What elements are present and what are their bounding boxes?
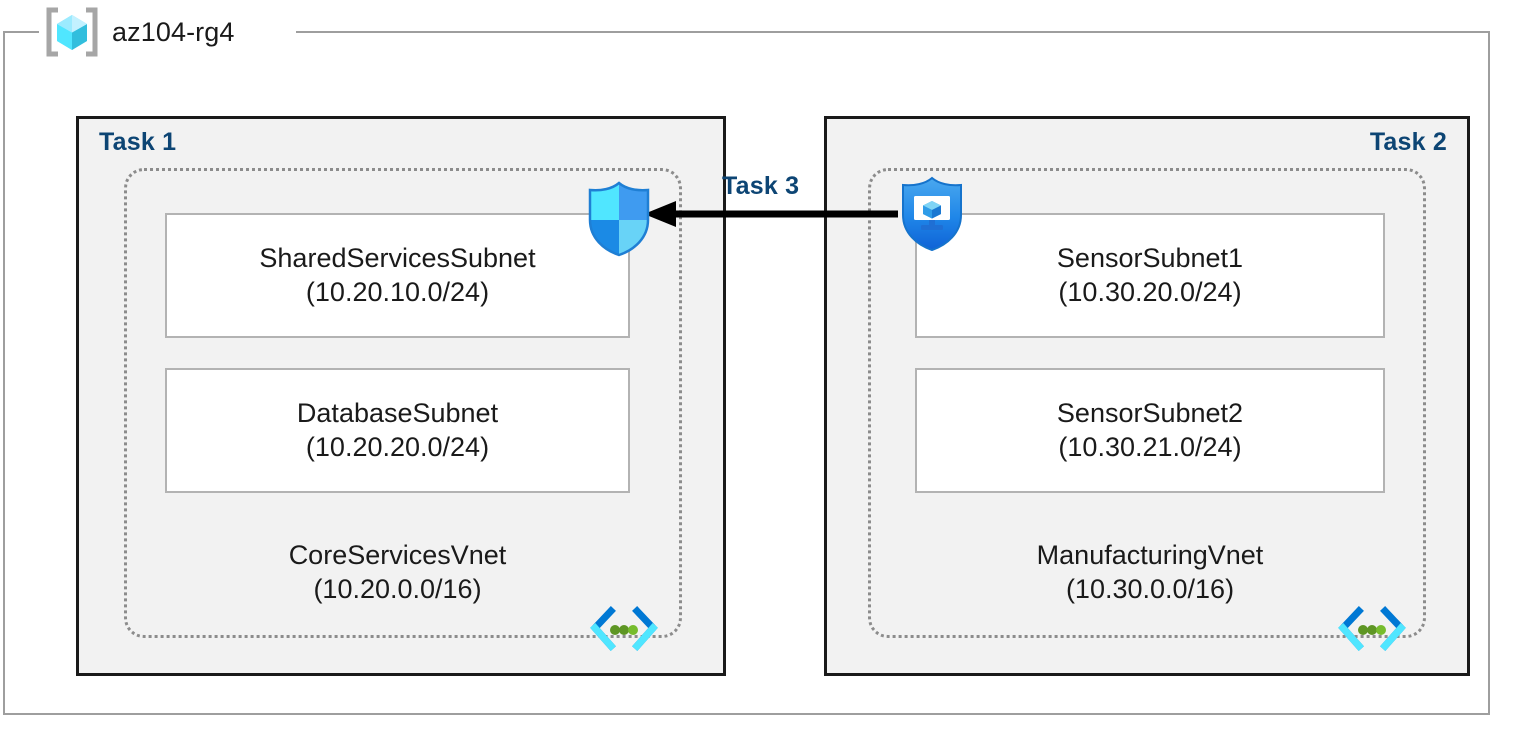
firewall-shield-icon: [588, 181, 650, 257]
resource-group-name: az104-rg4: [112, 16, 235, 47]
subnet-cidr: (10.20.10.0/24): [305, 276, 490, 307]
vnet-name: ManufacturingVnet: [1036, 540, 1264, 570]
subnet-name: SharedServicesSubnet: [259, 242, 536, 273]
vnet-cidr: (10.30.0.0/16): [1065, 573, 1235, 604]
vnet-core-services-caption: CoreServicesVnet (10.20.0.0/16): [165, 540, 630, 606]
subnet-database: DatabaseSubnet (10.20.20.0/24): [165, 368, 630, 493]
subnet-name: SensorSubnet2: [1056, 397, 1244, 428]
subnet-shared-services: SharedServicesSubnet (10.20.10.0/24): [165, 213, 630, 338]
vnet-cidr: (10.20.0.0/16): [313, 573, 482, 604]
resource-group-frame: [3, 32, 1490, 715]
task-3-label: Task 3: [722, 172, 800, 200]
virtual-machine-shield-icon: [902, 176, 962, 252]
subnet-cidr: (10.30.21.0/24): [1058, 431, 1242, 462]
subnet-name: SensorSubnet1: [1056, 242, 1244, 273]
resource-group-cube-icon: [46, 7, 98, 57]
task-2-label: Task 2: [1369, 128, 1447, 156]
subnet-sensor-2: SensorSubnet2 (10.30.21.0/24): [915, 368, 1385, 493]
vnet-manufacturing-boundary: [868, 168, 1426, 638]
subnet-cidr: (10.20.20.0/24): [305, 431, 490, 462]
subnet-cidr: (10.30.20.0/24): [1058, 276, 1242, 307]
vnet-core-services-boundary: [124, 168, 682, 638]
vnet-name: CoreServicesVnet: [288, 540, 507, 570]
resource-group-frame-top-right: [296, 31, 1490, 33]
subnet-name: DatabaseSubnet: [296, 397, 499, 428]
vnet-manufacturing-caption: ManufacturingVnet (10.30.0.0/16): [915, 540, 1385, 606]
vnet-brackets-icon: [590, 606, 658, 651]
subnet-sensor-1: SensorSubnet1 (10.30.20.0/24): [915, 213, 1385, 338]
resource-group-header: az104-rg4: [44, 6, 234, 58]
task-1-label: Task 1: [99, 128, 177, 156]
resource-group-frame-top-left: [3, 31, 39, 33]
vnet-brackets-icon: [1338, 606, 1406, 651]
